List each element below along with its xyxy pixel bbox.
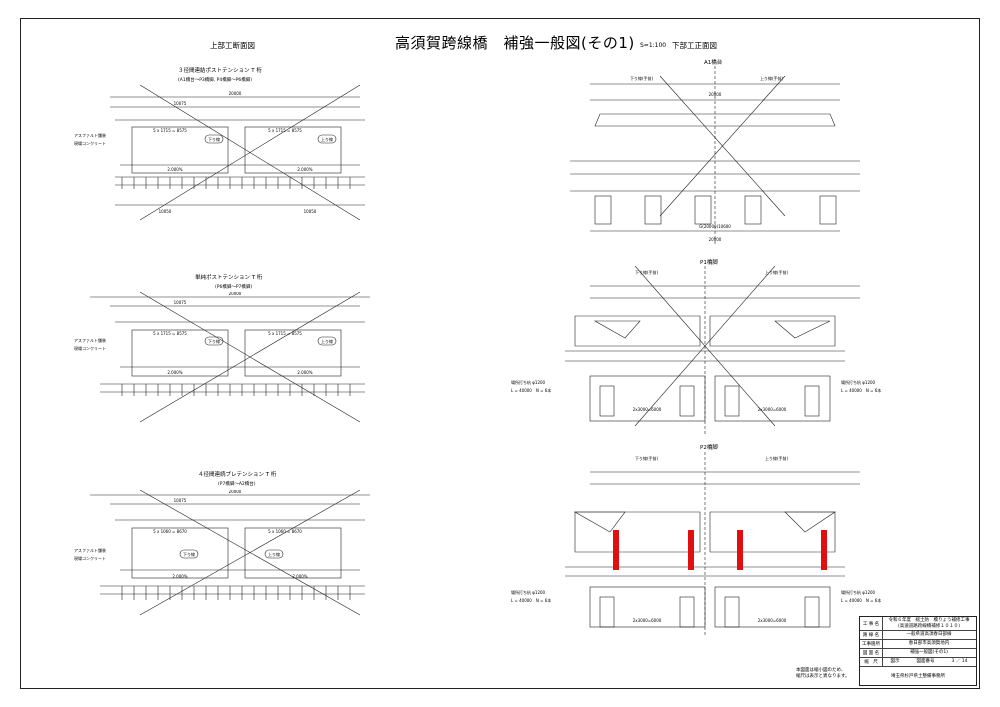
- dim-right: 10050: [304, 209, 317, 214]
- pile-right: 場所打ち杭 φ1200: [841, 379, 876, 385]
- lower-view-3-drawing: 下り線(手前) 上り線(手前) 2x3000=6000 2x3000=6000 …: [511, 452, 881, 637]
- tb-row-route: 路 線 名 一般県道高須春日部線: [860, 631, 976, 640]
- asphalt-label: アスファルト舗装: [74, 337, 106, 343]
- dim-half: 10075: [174, 498, 187, 503]
- tb-row-office: 埼玉県杉戸県土整備事務所: [860, 667, 976, 686]
- tb-row-project: 工 事 名 令和６年度 総土防 橋りょう補修工事 (高速道路跨線橋補修１０１０): [860, 617, 976, 631]
- pile-len-left: L = 40000 N = 6本: [511, 597, 551, 603]
- tb-row-scale: 縮 尺 図示 図面番号 3 ／ 14: [860, 658, 976, 667]
- lane-right: 上り線: [321, 338, 333, 344]
- pile-len-right: L = 40000 N = 6本: [841, 597, 881, 603]
- tb-row-location: 工事箇所 春日部市高須賀地内: [860, 640, 976, 649]
- lane-right: 上り線(手前): [765, 455, 789, 461]
- upper-section-3-title: ４径間連続プレテンション T 桁: [198, 472, 277, 478]
- upper-section-3-sub: (P7橋脚～A2橋台): [218, 482, 256, 487]
- upper-section-3-drawing: 20000 10075 5 x 1060 = 8670 5 x 1060 = 8…: [74, 490, 370, 616]
- tb-value: 令和６年度 総土防 橋りょう補修工事 (高速道路跨線橋補修１０１０): [888, 617, 970, 629]
- dim-half: 10075: [174, 300, 187, 305]
- lane-left: 下り線(手前): [635, 269, 659, 275]
- slope-right: 2.000%: [297, 167, 312, 172]
- upper-section-2-drawing: 20000 10075 5 x 1715 = 8575 5 x 1715 = 8…: [74, 292, 370, 423]
- span-right: 5 x 1715 = 8575: [268, 331, 302, 336]
- lane-left: 下り線: [208, 338, 220, 344]
- dim-total: 20000: [229, 292, 242, 296]
- span-left: 2x3000=6000: [633, 407, 662, 412]
- dim-half: 10075: [174, 101, 187, 106]
- lane-left: 下り線: [183, 551, 195, 557]
- slope-right: 2.000%: [292, 574, 307, 579]
- slope-left: 2.000%: [172, 574, 187, 579]
- lower-view-2-title: P1橋脚: [700, 260, 718, 266]
- pile-len-left: L = 40000 N = 6本: [511, 387, 551, 393]
- dim-total: 20000: [229, 490, 242, 494]
- asphalt-label: アスファルト舗装: [74, 132, 106, 138]
- concrete-label: 現場コンクリート: [74, 555, 106, 561]
- lower-view-1-title: A1橋台: [704, 60, 723, 66]
- pile-left: 場所打ち杭 φ1200: [511, 379, 546, 385]
- span-right: 5 x 1060 = 8670: [268, 529, 302, 534]
- upper-heading: 上部工断面図: [210, 41, 255, 50]
- girder-row: [121, 177, 351, 189]
- span-left: 5 x 1060 = 8670: [153, 529, 187, 534]
- pile-right: 場所打ち杭 φ1200: [841, 589, 876, 595]
- tb-label: 工 事 名: [860, 617, 883, 630]
- upper-section-2-sub: (P6橋脚～P7橋脚): [215, 285, 253, 290]
- upper-section-1-drawing: 20000 10075 5 x 1715 = 8575 5 x 1715 = 8…: [74, 85, 365, 220]
- span-left: 2x3000=6000: [633, 618, 662, 623]
- dim-left: 10050: [159, 209, 172, 214]
- reduction-note: 本図面は縮小図のため、 縮尺は表示と異なります。: [796, 668, 850, 679]
- slope-right: 2.000%: [297, 370, 312, 375]
- rebar-reinforcement: [613, 530, 827, 570]
- lane-right: 上り線: [268, 551, 280, 557]
- lane-left: 下り線(手前): [635, 455, 659, 461]
- tb-value: 補強一般図(その1): [910, 650, 948, 655]
- lane-left: 下り線(手前): [630, 75, 654, 81]
- lower-view-3-title: P2橋脚: [700, 445, 718, 451]
- lower-view-2-drawing: 下り線(手前) 上り線(手前) 2x3000=6000 2x3000=6000 …: [511, 266, 881, 436]
- tb-number-label: 図面番号: [916, 659, 935, 664]
- lower-heading: 下部工正面図: [672, 41, 717, 50]
- tb-scale-value: 図示: [890, 659, 900, 664]
- dim-total: 20000: [229, 91, 242, 96]
- span-left: 5 x 1715 = 8575: [153, 331, 187, 336]
- upper-section-1-title: ３径間連結ポストテンション T 桁: [178, 68, 262, 74]
- upper-section-2-title: 単純ポストテンション T 桁: [195, 275, 263, 281]
- footing-label: G(20000)10600: [699, 224, 731, 229]
- tb-value: 図示 図面番号 3 ／ 14: [882, 658, 976, 666]
- tb-value: 春日部市高須賀地内: [908, 641, 950, 646]
- drawing-frame: [20, 18, 980, 689]
- drawing-scale: S=1:100: [640, 42, 667, 49]
- upper-section-1-sub: (A1橋台～P3橋脚, P4橋脚～P6橋脚): [178, 78, 253, 83]
- lane-right: 上り線(手前): [760, 75, 784, 81]
- tb-label: 図 面 名: [860, 649, 883, 657]
- lane-right: 上り線(手前): [765, 269, 789, 275]
- span-left: 5 x 1715 = 8575: [153, 128, 187, 133]
- slope-left: 2.000%: [167, 167, 182, 172]
- lane-left: 下り線: [208, 136, 220, 142]
- concrete-label: 現場コンクリート: [74, 140, 106, 146]
- dim-bottom: 20000: [709, 237, 722, 242]
- concrete-label: 現場コンクリート: [74, 345, 106, 351]
- tb-label: 縮 尺: [860, 658, 883, 666]
- tb-value: 一般県道高須春日部線: [906, 632, 952, 637]
- tb-number-value: 3 ／ 14: [951, 659, 968, 664]
- lane-right: 上り線: [321, 136, 333, 142]
- span-right: 2x3000=6000: [758, 618, 787, 623]
- pile-left: 場所打ち杭 φ1200: [511, 589, 546, 595]
- lower-view-1-drawing: 下り線(手前) 上り線(手前) 20000 G(20000)10600 2000…: [570, 66, 860, 246]
- title-block: 工 事 名 令和６年度 総土防 橋りょう補修工事 (高速道路跨線橋補修１０１０)…: [859, 616, 977, 686]
- slope-left: 2.000%: [167, 370, 182, 375]
- span-right: 5 x 1715 = 8575: [268, 128, 302, 133]
- tb-row-drawing: 図 面 名 補強一般図(その1): [860, 649, 976, 658]
- pile-len-right: L = 40000 N = 6本: [841, 387, 881, 393]
- drawing-title: 高須賀跨線橋 補強一般図(その1): [395, 34, 635, 52]
- tb-label: 路 線 名: [860, 631, 883, 639]
- span-right: 2x3000=6000: [758, 407, 787, 412]
- asphalt-label: アスファルト舗装: [74, 547, 106, 553]
- tb-office: 埼玉県杉戸県土整備事務所: [891, 673, 945, 679]
- dim-total: 20000: [709, 92, 722, 97]
- tb-label: 工事箇所: [860, 640, 883, 648]
